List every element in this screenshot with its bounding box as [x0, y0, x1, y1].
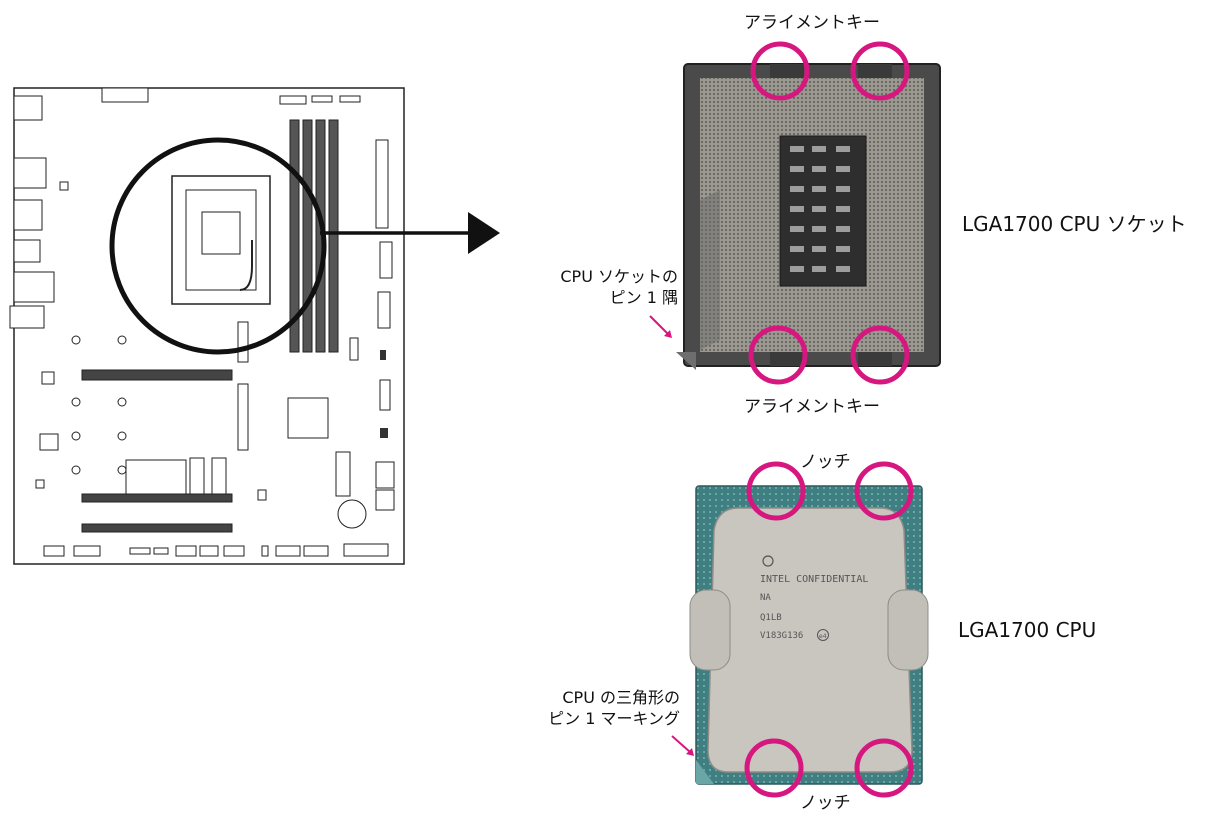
cpu-marking-line1: INTEL CONFIDENTIAL	[760, 574, 868, 585]
alignment-key-circle-top-left	[750, 41, 810, 101]
alignment-key-circle-bottom-right	[850, 325, 910, 385]
alignment-key-label-top: アライメントキー	[744, 13, 880, 33]
zoom-arrow-head	[468, 212, 500, 254]
socket-alignment-circles	[748, 41, 910, 385]
cpu-marking-badge: e4	[819, 633, 827, 640]
cpu-pin1-pointer-head	[686, 748, 694, 756]
cpu-pin1-triangle	[696, 760, 714, 784]
notch-circle-top-left	[746, 461, 806, 521]
alignment-key-circle-bottom-left	[748, 325, 808, 385]
socket-pin1-label-line1: CPU ソケットの	[560, 267, 678, 286]
intel-logo-icon	[762, 555, 774, 567]
alignment-key-circle-top-right	[850, 41, 910, 101]
notch-circle-bottom-left	[744, 738, 804, 798]
socket-pin1-label-line2: ピン 1 隅	[609, 288, 678, 307]
lga1700-socket	[676, 63, 941, 370]
socket-pin1-triangle	[676, 352, 696, 370]
notch-label-top: ノッチ	[800, 452, 851, 472]
cpu-marking-line3: Q1LB	[760, 613, 782, 623]
lga1700-cpu: INTEL CONFIDENTIAL NA Q1LB V183G136 e4	[689, 485, 929, 785]
cpu-pin1-label-line1: CPU の三角形の	[562, 688, 680, 707]
cpu-marking-line4: V183G136	[760, 631, 803, 641]
socket-pin1-pointer-head	[664, 330, 672, 338]
notch-circle-top-right	[854, 461, 914, 521]
notch-circle-bottom-right	[854, 738, 914, 798]
cpu-marking-line2: NA	[760, 593, 771, 603]
cpu-notch-circles	[744, 461, 914, 798]
cpu-heatspreader	[707, 507, 913, 773]
cpu-pin1-label-line2: ピン 1 マーキング	[548, 709, 680, 728]
socket-pin1-pointer-line	[649, 315, 669, 335]
alignment-key-label-bottom: アライメントキー	[744, 397, 880, 417]
notch-label-bottom: ノッチ	[800, 793, 851, 813]
motherboard	[9, 87, 405, 565]
socket-name-label: LGA1700 CPU ソケット	[962, 212, 1187, 236]
magnifier-circle	[109, 137, 327, 355]
cpu-pin1-pointer-line	[671, 735, 691, 753]
cpu-name-label: LGA1700 CPU	[958, 618, 1097, 642]
